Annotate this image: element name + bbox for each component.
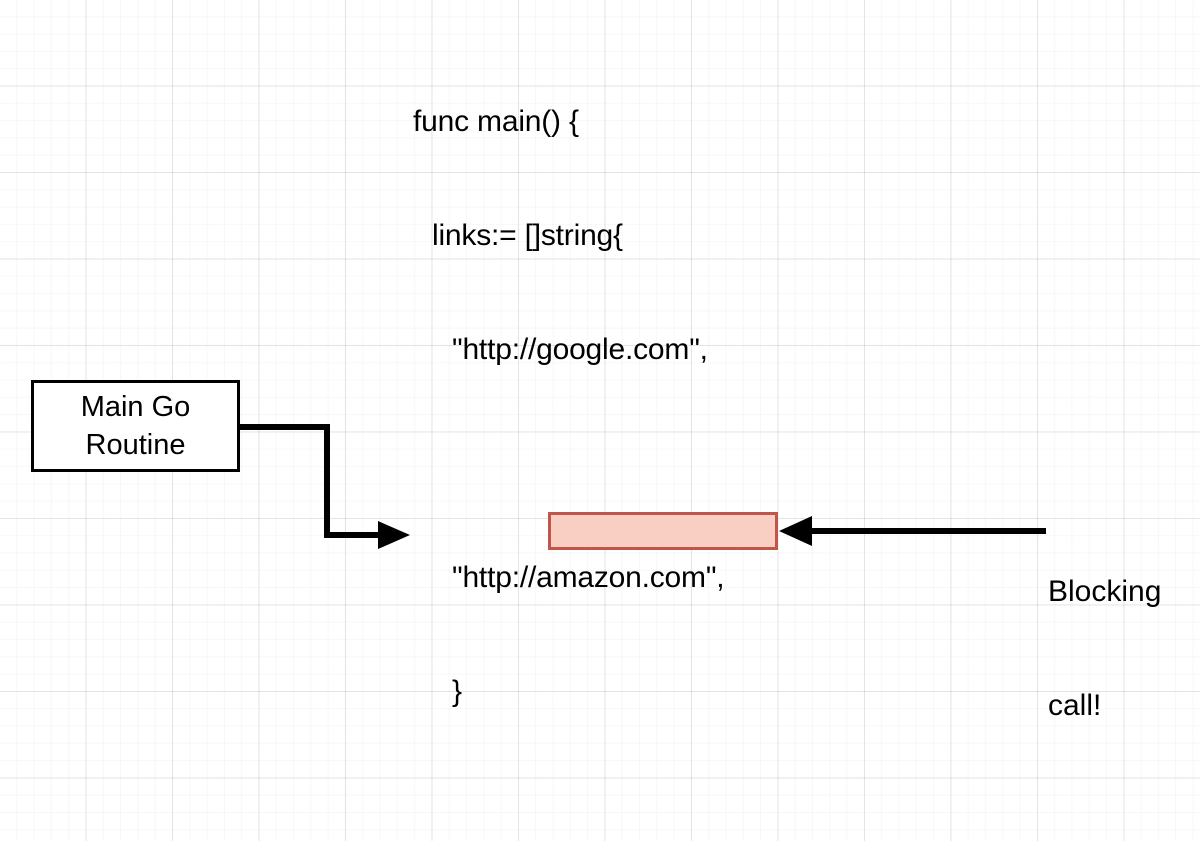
main-go-routine-label-line2: Routine bbox=[85, 429, 186, 461]
goroutine-to-httpget-connector bbox=[240, 424, 410, 549]
code-line-func-main: func main() { bbox=[413, 105, 579, 138]
blocking-call-line1: Blocking bbox=[1048, 575, 1162, 608]
code-line-google-url: "http://google.com", bbox=[452, 333, 708, 366]
code-line-links-decl: links:= []string{ bbox=[432, 219, 623, 252]
main-go-routine-label-line1: Main Go bbox=[80, 391, 191, 423]
code-line-blank-1 bbox=[413, 445, 886, 483]
code-line-slice-close: } bbox=[452, 675, 462, 708]
code-line-amazon-url: "http://amazon.com", bbox=[452, 561, 725, 594]
goroutine-elbow-path bbox=[240, 424, 385, 538]
code-line-blank-2 bbox=[413, 787, 886, 825]
main-go-routine-box: Main Go Routine bbox=[31, 380, 240, 472]
goroutine-arrowhead-icon bbox=[378, 521, 410, 549]
blocking-call-line2: call! bbox=[1048, 689, 1102, 722]
code-listing: func main() { links:= []string{ "http://… bbox=[413, 27, 886, 841]
blocking-call-highlight-box bbox=[548, 512, 778, 550]
blocking-call-annotation: Blocking call! bbox=[1048, 497, 1161, 801]
